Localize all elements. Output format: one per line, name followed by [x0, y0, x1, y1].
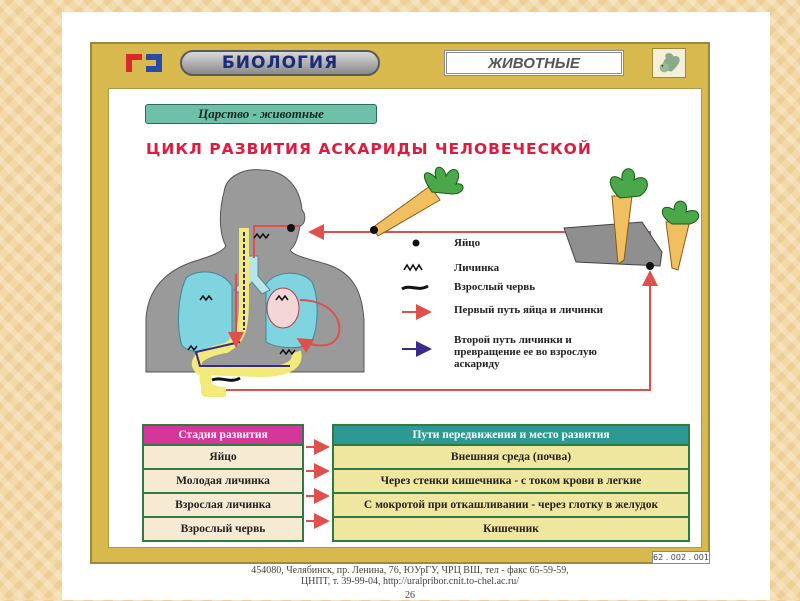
- section-label: ЖИВОТНЫЕ: [444, 50, 624, 76]
- legend-second-path-label: Второй путь личинки и превращение ее во …: [454, 334, 597, 370]
- carrot-2: [609, 168, 648, 265]
- larva-stomach: [187, 344, 198, 352]
- heart: [266, 287, 300, 329]
- path-cell: С мокротой при откашливании - через глот…: [332, 492, 690, 518]
- table-connectors: [306, 439, 330, 529]
- section-label-text: ЖИВОТНЫЕ: [488, 54, 580, 72]
- legend-first-path-label: Первый путь яйца и личинки: [454, 304, 604, 316]
- legend-egg-label: Яйцо: [454, 237, 481, 249]
- egg-soil: [646, 262, 654, 270]
- carrot-3: [661, 200, 700, 271]
- page-number: 26: [405, 590, 415, 601]
- first-path-body: [236, 225, 300, 344]
- larva-neck: [253, 232, 270, 240]
- page-title: ЦИКЛ РАЗВИТИЯ АСКАРИДЫ ЧЕЛОВЕЧЕСКОЙ: [146, 140, 592, 158]
- stage-cell: Взрослая личинка: [142, 492, 304, 518]
- subject-title-text: БИОЛОГИЯ: [221, 53, 339, 73]
- legend-larva-label: Личинка: [454, 262, 500, 274]
- stage-cell: Молодая личинка: [142, 468, 304, 494]
- path-cell: Через стенки кишечника - с током крови в…: [332, 468, 690, 494]
- stage-header: Стадия развития: [142, 424, 304, 446]
- external-path: [226, 270, 658, 391]
- footer-line-1: 454080, Челябинск, пр. Ленина, 76, ЮУрГУ…: [251, 565, 569, 576]
- stage-cell: Взрослый червь: [142, 516, 304, 542]
- subject-title: БИОЛОГИЯ: [180, 50, 380, 76]
- path-header: Пути передвижения и место развития: [332, 424, 690, 446]
- path-cell: Кишечник: [332, 516, 690, 542]
- carrot-1: [370, 166, 464, 237]
- footer-line-2: ЦНПТ, т. 39-99-04, http://uralpribor.cni…: [300, 576, 520, 587]
- larva-lung: [199, 294, 213, 302]
- legend-egg-icon: [412, 239, 420, 247]
- legend-adult-icon: [401, 284, 429, 291]
- larva-intestine: [279, 348, 296, 356]
- path-table: Пути передвижения и место развития Внешн…: [332, 424, 690, 542]
- legend-larva-icon: [403, 263, 423, 272]
- stage-cell: Яйцо: [142, 444, 304, 470]
- soil: [563, 221, 663, 267]
- kingdom-banner: Царство - животные: [145, 104, 377, 124]
- legend-adult-label: Взрослый червь: [454, 281, 536, 293]
- path-cell: Внешняя среда (почва): [332, 444, 690, 470]
- kingdom-banner-text: Царство - животные: [198, 106, 324, 121]
- stage-table: Стадия развития Яйцо Молодая личинка Взр…: [142, 424, 304, 542]
- left-lung: [178, 271, 233, 355]
- footer-address: 454080, Челябинск, пр. Ленина, 76, ЮУрГУ…: [160, 565, 660, 587]
- larva-heart: [275, 294, 289, 302]
- egg-mouth: [287, 224, 295, 232]
- publisher-logo-icon: [126, 54, 162, 72]
- catalog-code: 62 . 002 . 001: [652, 551, 710, 564]
- adult-worm-body: [211, 376, 241, 382]
- squirrel-icon: [652, 48, 686, 78]
